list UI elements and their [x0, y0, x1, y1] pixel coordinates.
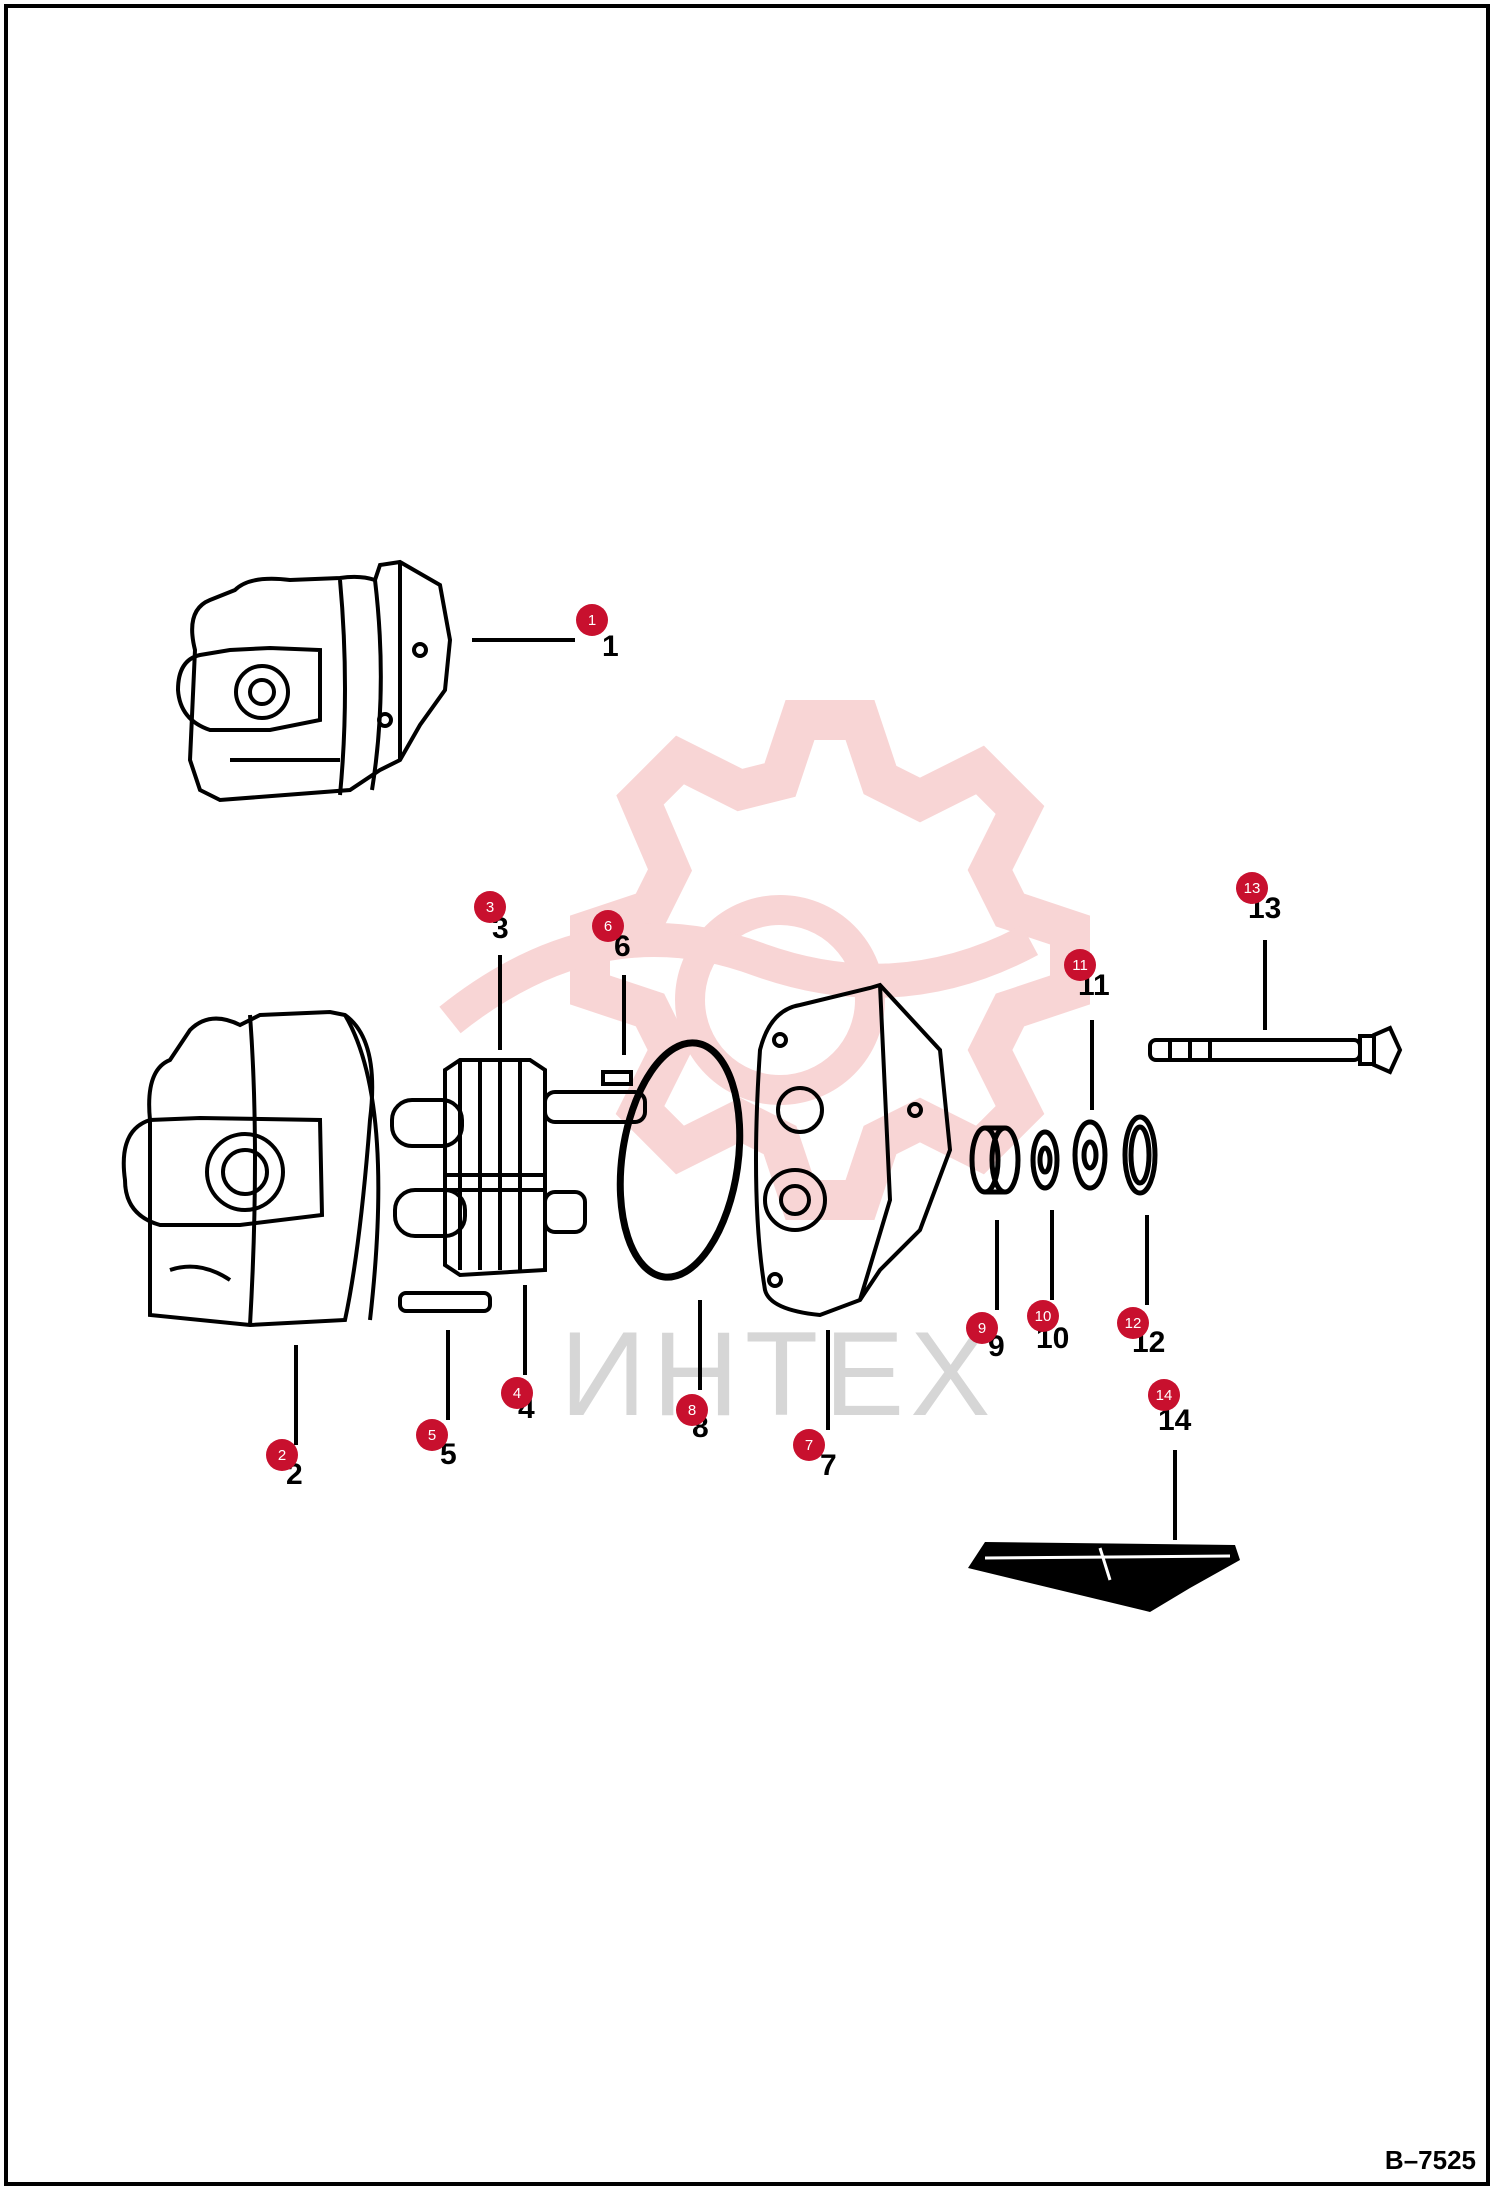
- part-11-washer: [1072, 1119, 1108, 1191]
- svg-text:4: 4: [513, 1385, 521, 1402]
- part-number-1: 1: [602, 630, 619, 663]
- part-9-bushing: [969, 1125, 1021, 1195]
- svg-text:6: 6: [604, 918, 612, 935]
- svg-text:12: 12: [1125, 1315, 1142, 1332]
- callout-9[interactable]: 9: [966, 1312, 998, 1344]
- svg-text:5: 5: [428, 1427, 436, 1444]
- callout-10[interactable]: 10: [1027, 1300, 1059, 1332]
- watermark-swoosh: [439, 923, 1039, 1034]
- svg-text:8: 8: [688, 1402, 696, 1419]
- part-6-key: [601, 1070, 633, 1086]
- watermark-ring: [675, 895, 885, 1105]
- svg-text:10: 10: [1035, 1308, 1052, 1325]
- part-10-seal: [1030, 1129, 1060, 1191]
- callout-4[interactable]: 4: [501, 1377, 533, 1409]
- callout-2[interactable]: 2: [266, 1439, 298, 1471]
- svg-text:3: 3: [486, 899, 494, 916]
- watermark-text: ИНТЕХ: [560, 1307, 996, 1441]
- callout-5[interactable]: 5: [416, 1419, 448, 1451]
- part-14-shim-pack: [968, 1542, 1240, 1612]
- svg-text:11: 11: [1072, 957, 1088, 974]
- figure-id-label: B–7525: [1384, 2145, 1476, 2175]
- callout-6[interactable]: 6: [592, 910, 624, 942]
- svg-text:14: 14: [1156, 1387, 1173, 1404]
- svg-text:13: 13: [1244, 880, 1261, 897]
- part-4-driven-gear: [393, 1173, 587, 1278]
- callout-11[interactable]: 11: [1064, 949, 1096, 981]
- part-8-o-ring: [616, 1039, 744, 1281]
- part-number-7: 7: [820, 1449, 837, 1482]
- callout-3[interactable]: 3: [474, 891, 506, 923]
- part-7-end-cover: [754, 982, 953, 1318]
- part-5-dowel-pin: [398, 1291, 492, 1313]
- callout-7[interactable]: 7: [793, 1429, 825, 1461]
- part-2-pump-housing: [121, 1009, 381, 1328]
- callout-markers: 1 2 3 4 5 6 7 8 9 10 11 12 13 14: [266, 604, 1268, 1471]
- svg-text:1: 1: [588, 612, 596, 629]
- svg-text:7: 7: [805, 1437, 813, 1454]
- watermark-logo: [439, 700, 1090, 1220]
- part-3-drive-gear: [390, 1058, 647, 1192]
- callout-8[interactable]: 8: [676, 1394, 708, 1426]
- svg-text:9: 9: [978, 1320, 986, 1337]
- callout-12[interactable]: 12: [1117, 1307, 1149, 1339]
- callout-14[interactable]: 14: [1148, 1379, 1180, 1411]
- part-12-retaining-ring: [1122, 1114, 1158, 1196]
- callout-1[interactable]: 1: [576, 604, 608, 636]
- part-number-5: 5: [440, 1438, 457, 1471]
- part-1-pump-assembly: [175, 559, 453, 803]
- callout-13[interactable]: 13: [1236, 872, 1268, 904]
- watermark-gear: [570, 700, 1090, 1220]
- svg-text:2: 2: [278, 1447, 286, 1464]
- part-13-bolt: [1148, 1025, 1403, 1075]
